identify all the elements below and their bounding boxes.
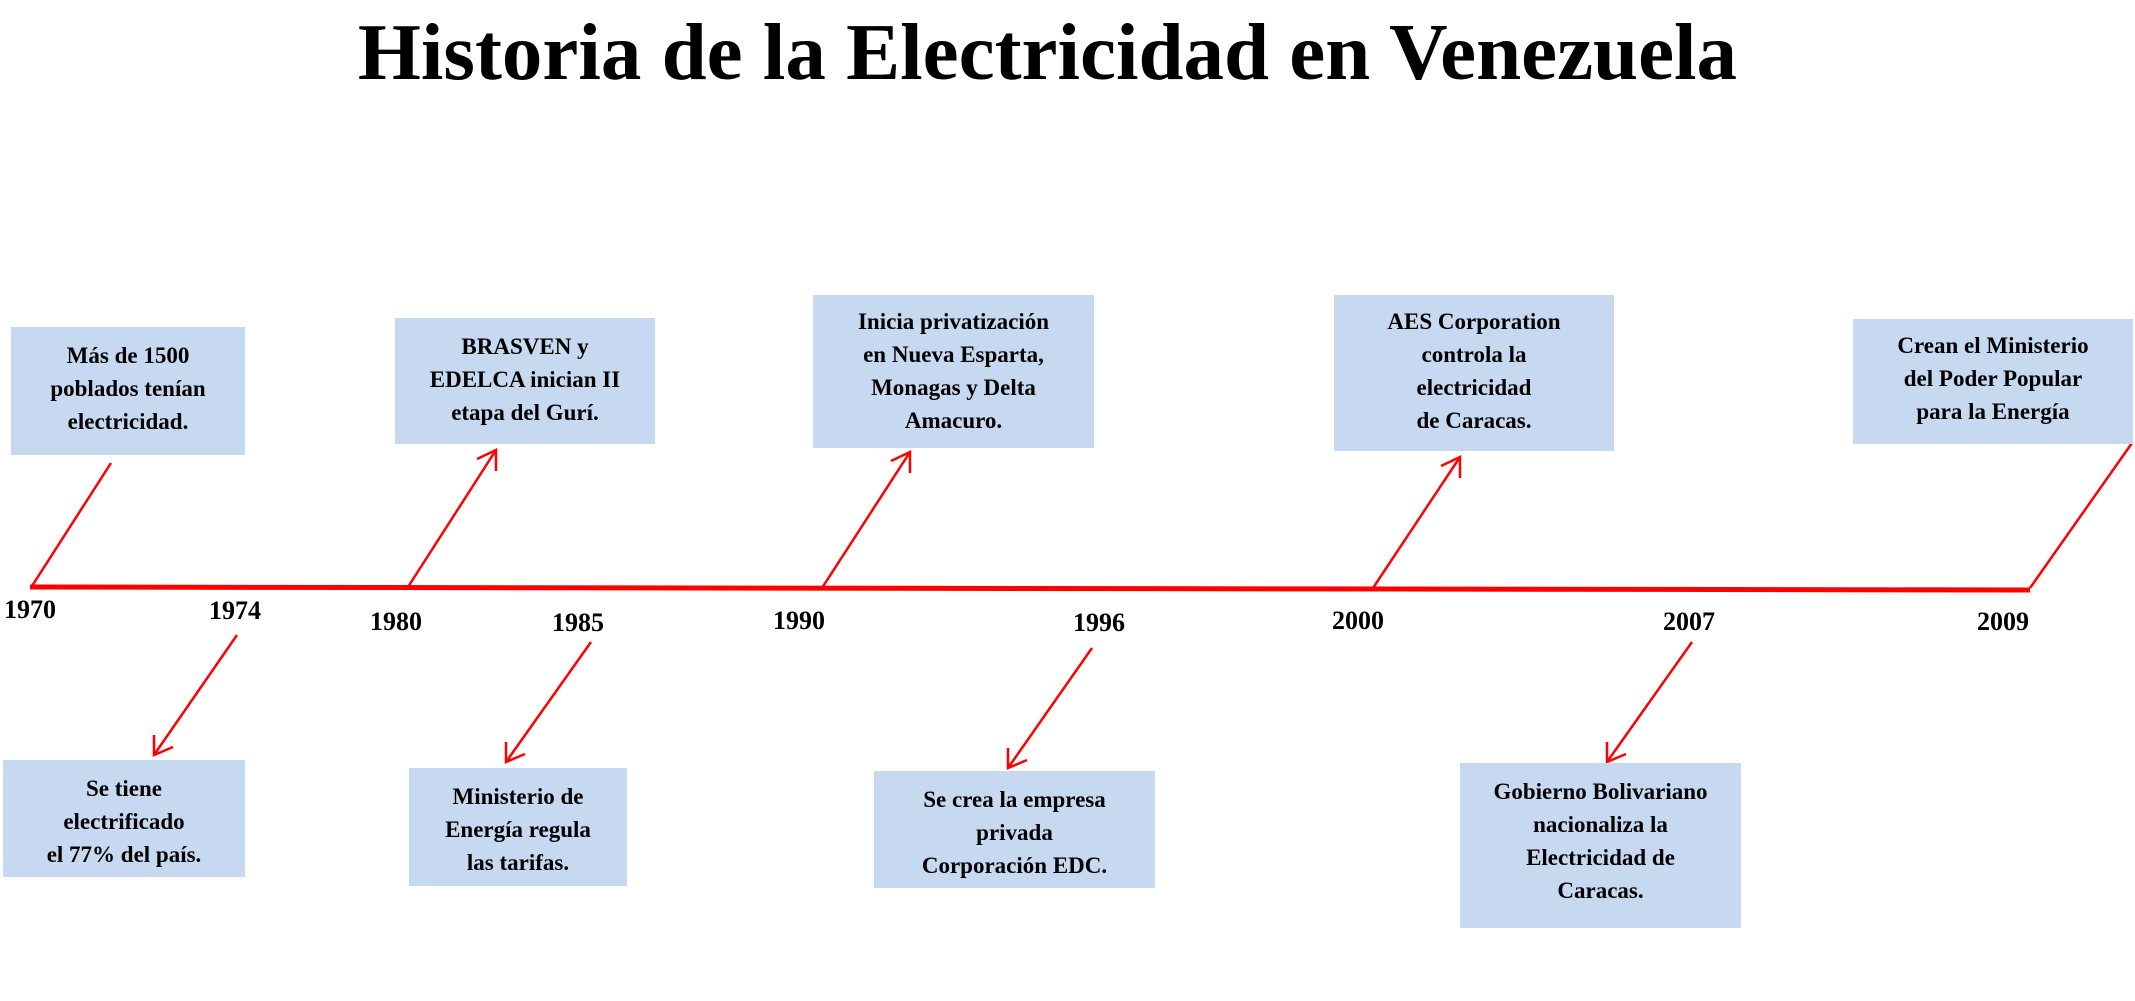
connector-2007 xyxy=(1605,641,1694,763)
event-box-2007: Gobierno Bolivariano nacionaliza la Elec… xyxy=(1460,763,1741,928)
event-box-1996: Se crea la empresa privada Corporación E… xyxy=(874,771,1155,888)
year-label-1990: 1990 xyxy=(773,606,825,635)
year-label-2000: 2000 xyxy=(1332,606,1384,635)
arrowhead-2007 xyxy=(1605,742,1627,764)
arrowhead-1990 xyxy=(890,450,912,473)
event-box-1990: Inicia privatización en Nueva Esparta, M… xyxy=(813,295,1094,448)
connector-1970 xyxy=(30,462,113,587)
event-box-1974: Se tiene electrificado el 77% del país. xyxy=(3,760,245,877)
year-label-2009: 2009 xyxy=(1977,607,2029,636)
year-label-1980: 1980 xyxy=(370,607,422,636)
connector-1990 xyxy=(820,451,912,589)
event-box-1970: Más de 1500 poblados tenían electricidad… xyxy=(11,327,245,455)
event-box-1980: BRASVEN y EDELCA inician II etapa del Gu… xyxy=(395,318,655,444)
year-label-1974: 1974 xyxy=(209,596,261,625)
connector-2000 xyxy=(1371,456,1462,589)
year-label-2007: 2007 xyxy=(1663,607,1715,636)
connector-1974 xyxy=(152,634,239,756)
year-label-1970: 1970 xyxy=(4,595,56,624)
connector-1985 xyxy=(504,641,593,763)
year-label-1985: 1985 xyxy=(552,608,604,637)
year-label-1996: 1996 xyxy=(1073,608,1125,637)
connector-1996 xyxy=(1006,647,1094,769)
connector-1980 xyxy=(406,449,498,588)
timeline-axis xyxy=(29,584,2031,593)
arrowhead-1985 xyxy=(504,742,526,764)
event-box-2009: Crean el Ministerio del Poder Popular pa… xyxy=(1853,319,2133,444)
page-title: Historia de la Electricidad en Venezuela xyxy=(357,7,1738,97)
arrowhead-2000 xyxy=(1440,455,1462,478)
arrowhead-1996 xyxy=(1006,748,1028,770)
event-box-1985: Ministerio de Energía regula las tarifas… xyxy=(409,768,627,886)
arrowhead-1980 xyxy=(476,448,498,471)
event-box-2000: AES Corporation controla la electricidad… xyxy=(1334,295,1614,451)
connector-2009 xyxy=(2028,442,2134,589)
arrowhead-1974 xyxy=(152,735,174,757)
